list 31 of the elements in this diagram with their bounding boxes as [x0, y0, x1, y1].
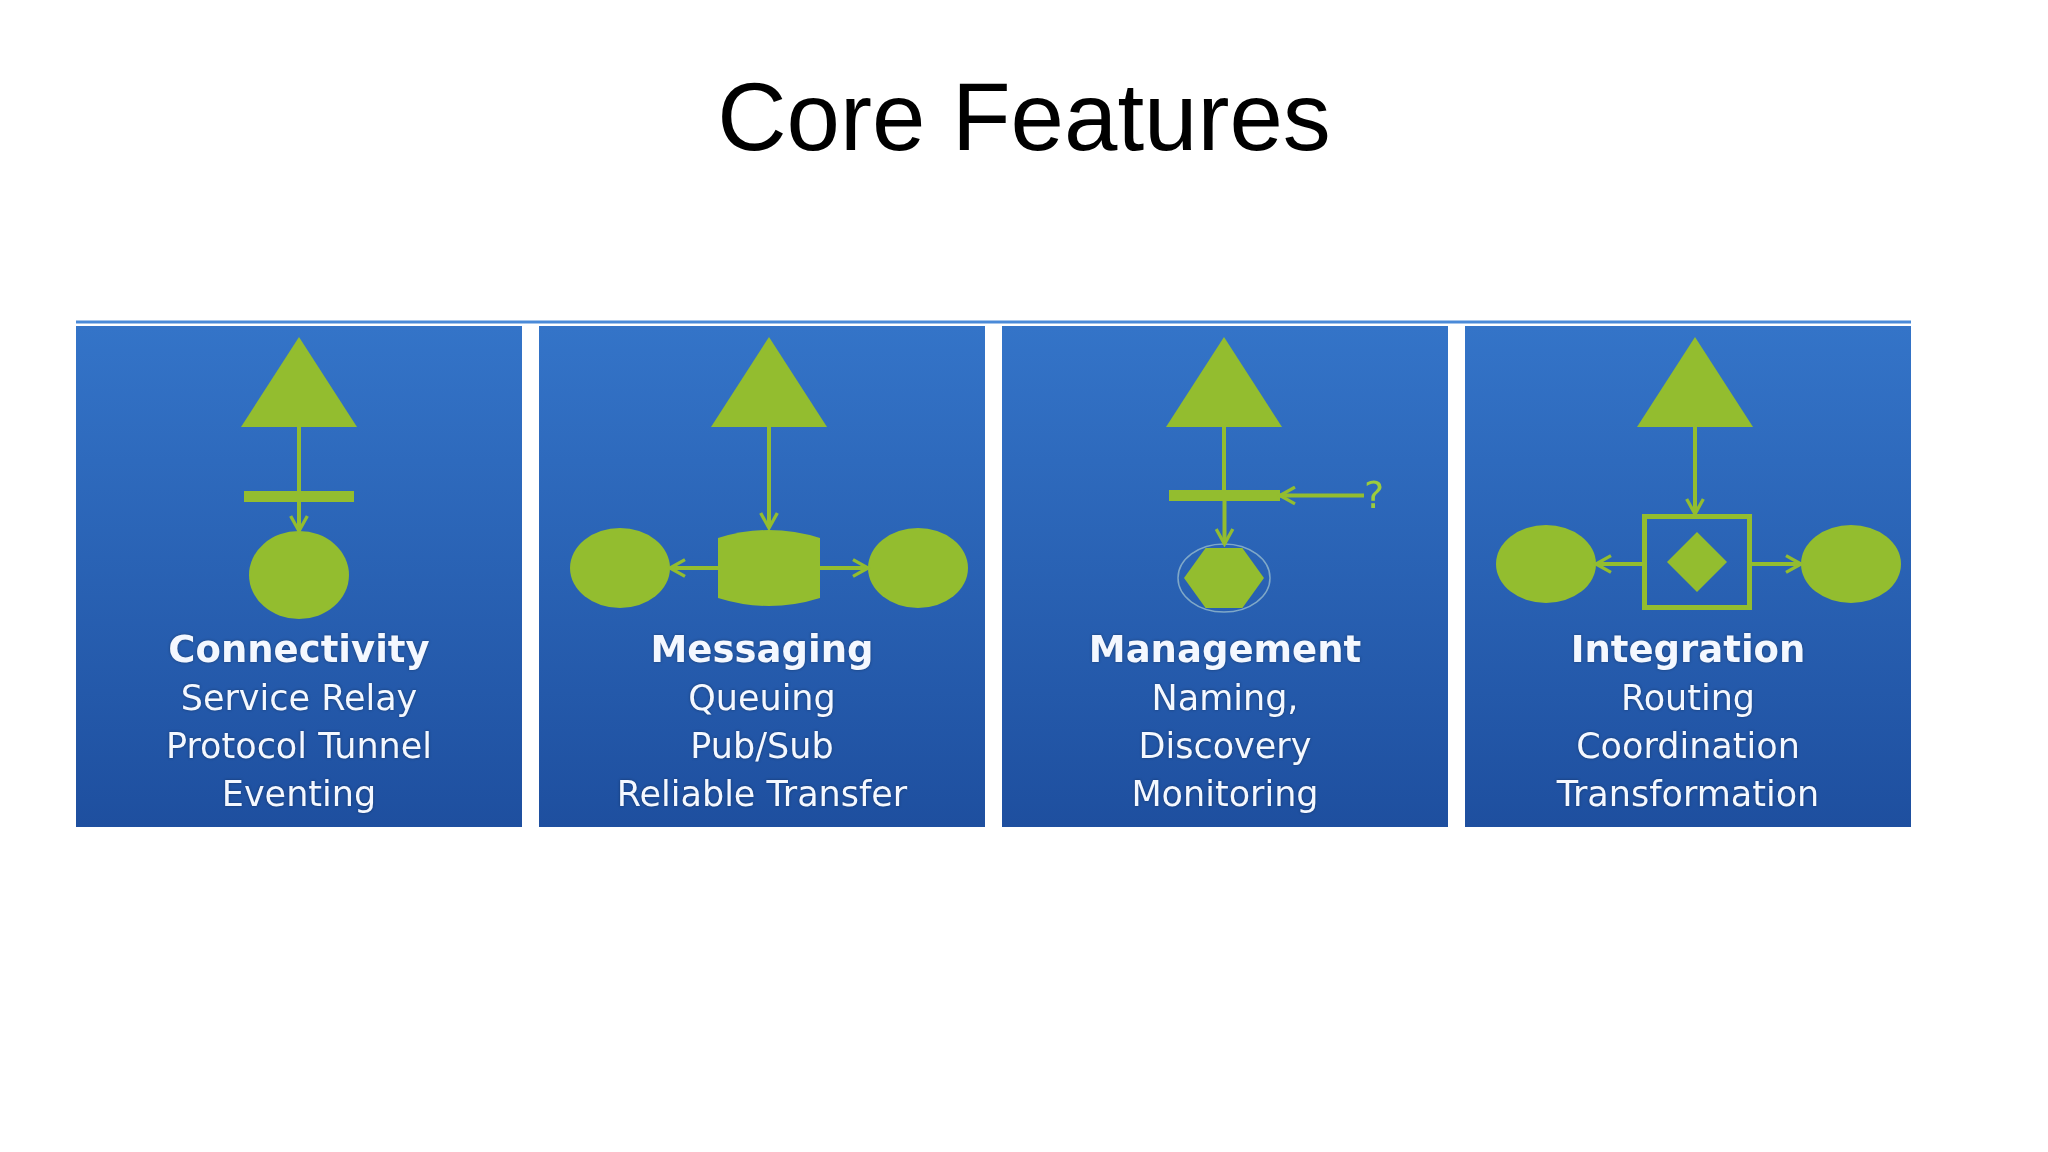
- feature-heading: Connectivity: [168, 627, 430, 673]
- feature-panel: [1002, 326, 1448, 827]
- feature-panel: [76, 326, 522, 827]
- feature-item: Eventing: [221, 773, 377, 816]
- slide-title: Core Features: [717, 63, 1331, 170]
- feature-item: Coordination: [1576, 725, 1800, 768]
- feature-item: Routing: [1620, 677, 1756, 720]
- arrow: [1214, 501, 1235, 546]
- arrow: [820, 558, 870, 578]
- question-mark: ?: [1364, 475, 1385, 515]
- feature-panel: [1465, 326, 1911, 827]
- feature-item: Service Relay: [180, 677, 418, 720]
- feature-heading: Management: [1088, 627, 1362, 673]
- feature-item: Transformation: [1556, 773, 1820, 816]
- feature-item: Reliable Transfer: [616, 773, 908, 816]
- feature-heading: Integration: [1570, 627, 1806, 673]
- arrow: [1278, 485, 1364, 506]
- feature-panel: [539, 326, 985, 827]
- feature-item: Pub/Sub: [690, 725, 834, 768]
- arrow: [289, 502, 309, 533]
- arrow: [1752, 554, 1803, 574]
- feature-item: Queuing: [688, 677, 836, 720]
- arrow: [668, 558, 718, 578]
- feature-item: Naming,: [1151, 677, 1299, 720]
- feature-heading: Messaging: [650, 627, 874, 673]
- arrow: [759, 427, 779, 530]
- feature-item: Protocol Tunnel: [165, 725, 432, 768]
- arrow: [1594, 554, 1642, 574]
- feature-item: Discovery: [1138, 725, 1312, 768]
- feature-item: Monitoring: [1131, 773, 1319, 816]
- arrow: [1685, 427, 1705, 516]
